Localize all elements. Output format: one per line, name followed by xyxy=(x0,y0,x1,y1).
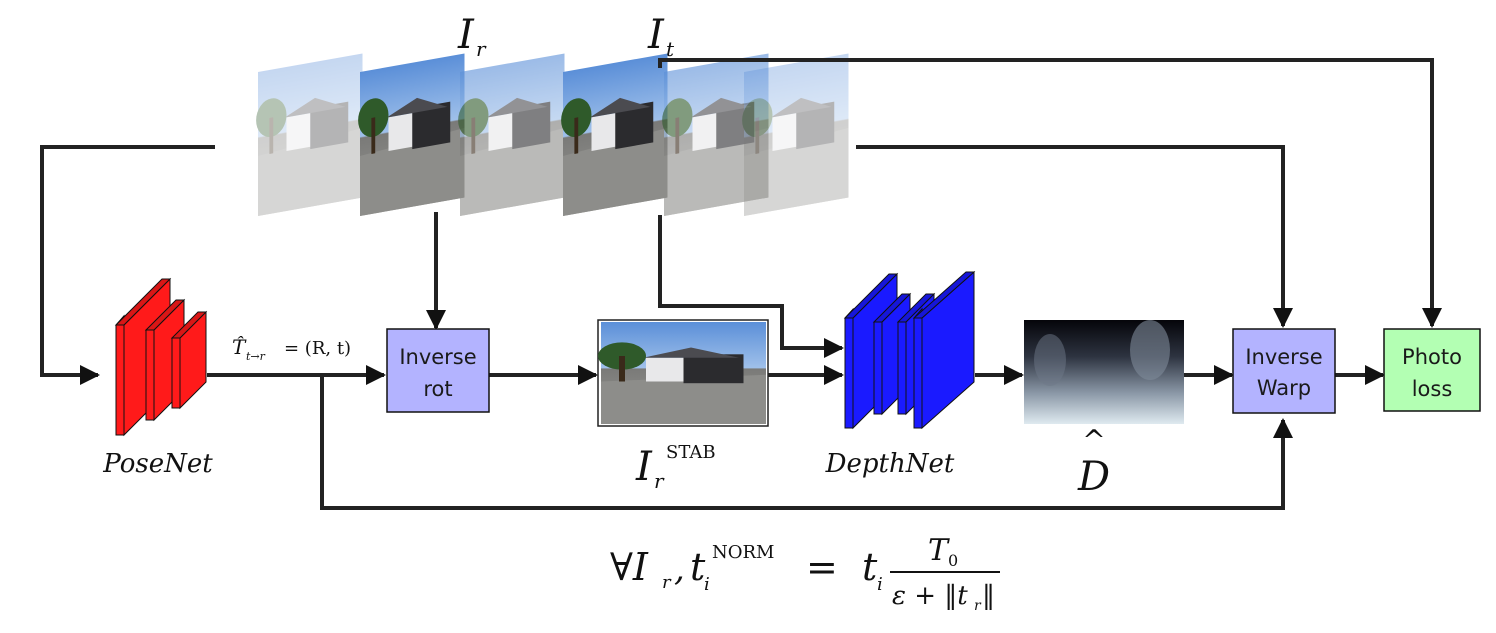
formula-rhs-t: t xyxy=(862,545,878,589)
depthnet-block xyxy=(843,270,976,430)
wire-frames-to-inverse-warp xyxy=(856,145,1293,328)
formula-denominator-end: ‖ xyxy=(982,581,995,611)
it-subscript: t xyxy=(666,37,675,61)
stab-label: I xyxy=(635,444,653,490)
depth-hat: ^ xyxy=(1082,424,1105,457)
network-layer xyxy=(872,293,912,323)
normalization-formula: ∀I r , t i NORM = t i T 0 ε + ‖t r ‖ xyxy=(610,533,1000,614)
image-sequence xyxy=(256,53,849,217)
stab-superscript: STAB xyxy=(666,442,716,463)
inverse-warp-box: Inverse Warp xyxy=(1232,328,1336,414)
pose-output-subscript: t→r xyxy=(246,350,266,363)
network-layer xyxy=(843,273,899,319)
network-layer xyxy=(144,299,186,331)
formula-equals: = xyxy=(806,545,838,589)
inverse-rot-box: Inverse rot xyxy=(386,328,490,413)
inverse-rot-line2: rot xyxy=(423,377,452,401)
connection-lines xyxy=(40,58,1442,510)
ir-subscript: r xyxy=(476,37,487,61)
network-layer xyxy=(912,271,976,319)
photo-loss-box: Photo loss xyxy=(1383,328,1481,412)
formula-forall: ∀I xyxy=(610,545,649,589)
network-layer xyxy=(913,307,923,429)
formula-forall-sub: r xyxy=(662,572,672,593)
frame-image-ir xyxy=(358,53,465,217)
depthnet-label: DepthNet xyxy=(825,449,955,479)
inverse-rot-line1: Inverse xyxy=(399,345,476,369)
inverse-warp-line1: Inverse xyxy=(1245,345,1322,369)
stab-subscript: r xyxy=(654,469,665,493)
network-layer xyxy=(873,315,883,415)
network-layer xyxy=(115,314,125,436)
posenet-label: PoseNet xyxy=(102,449,213,479)
formula-t-sub: i xyxy=(704,574,710,595)
frame-image xyxy=(256,53,363,217)
pose-output-value: = (R, t) xyxy=(284,338,351,359)
frame-image-it xyxy=(561,53,668,217)
depth-label: D xyxy=(1077,454,1110,500)
formula-numerator-sub: 0 xyxy=(948,551,958,570)
network-layer xyxy=(896,293,936,323)
network-layer xyxy=(114,278,172,326)
wire-it-to-photo-loss xyxy=(658,58,1442,328)
frame-image xyxy=(458,53,565,217)
posenet-block xyxy=(114,277,208,437)
wire-it-to-depthnet xyxy=(658,215,844,358)
network-layer xyxy=(171,331,181,409)
formula-rhs-t-sub: i xyxy=(877,574,883,595)
inverse-warp-line2: Warp xyxy=(1257,376,1311,400)
it-label: I xyxy=(647,12,665,58)
ir-label: I xyxy=(457,12,475,58)
formula-t: t xyxy=(690,545,706,589)
network-layer xyxy=(145,323,155,421)
pose-output-label: T̂ xyxy=(232,335,247,359)
wire-pose-to-inverse-warp xyxy=(320,375,1293,510)
formula-t-sup: NORM xyxy=(712,542,775,563)
formula-denominator: ε + ‖t xyxy=(892,581,968,611)
photo-loss-line1: Photo xyxy=(1402,345,1462,369)
formula-denominator-sub: r xyxy=(974,598,982,614)
formula-numerator: T xyxy=(928,533,950,568)
stab-image xyxy=(597,319,769,427)
depth-map-image xyxy=(1024,320,1184,424)
photo-loss-line2: loss xyxy=(1412,377,1453,401)
network-layer xyxy=(897,315,907,415)
frame-image xyxy=(742,53,849,217)
network-layer xyxy=(844,307,854,429)
network-layer xyxy=(170,311,208,339)
formula-sep: , xyxy=(674,549,685,589)
wire-frames-to-posenet xyxy=(40,145,215,385)
